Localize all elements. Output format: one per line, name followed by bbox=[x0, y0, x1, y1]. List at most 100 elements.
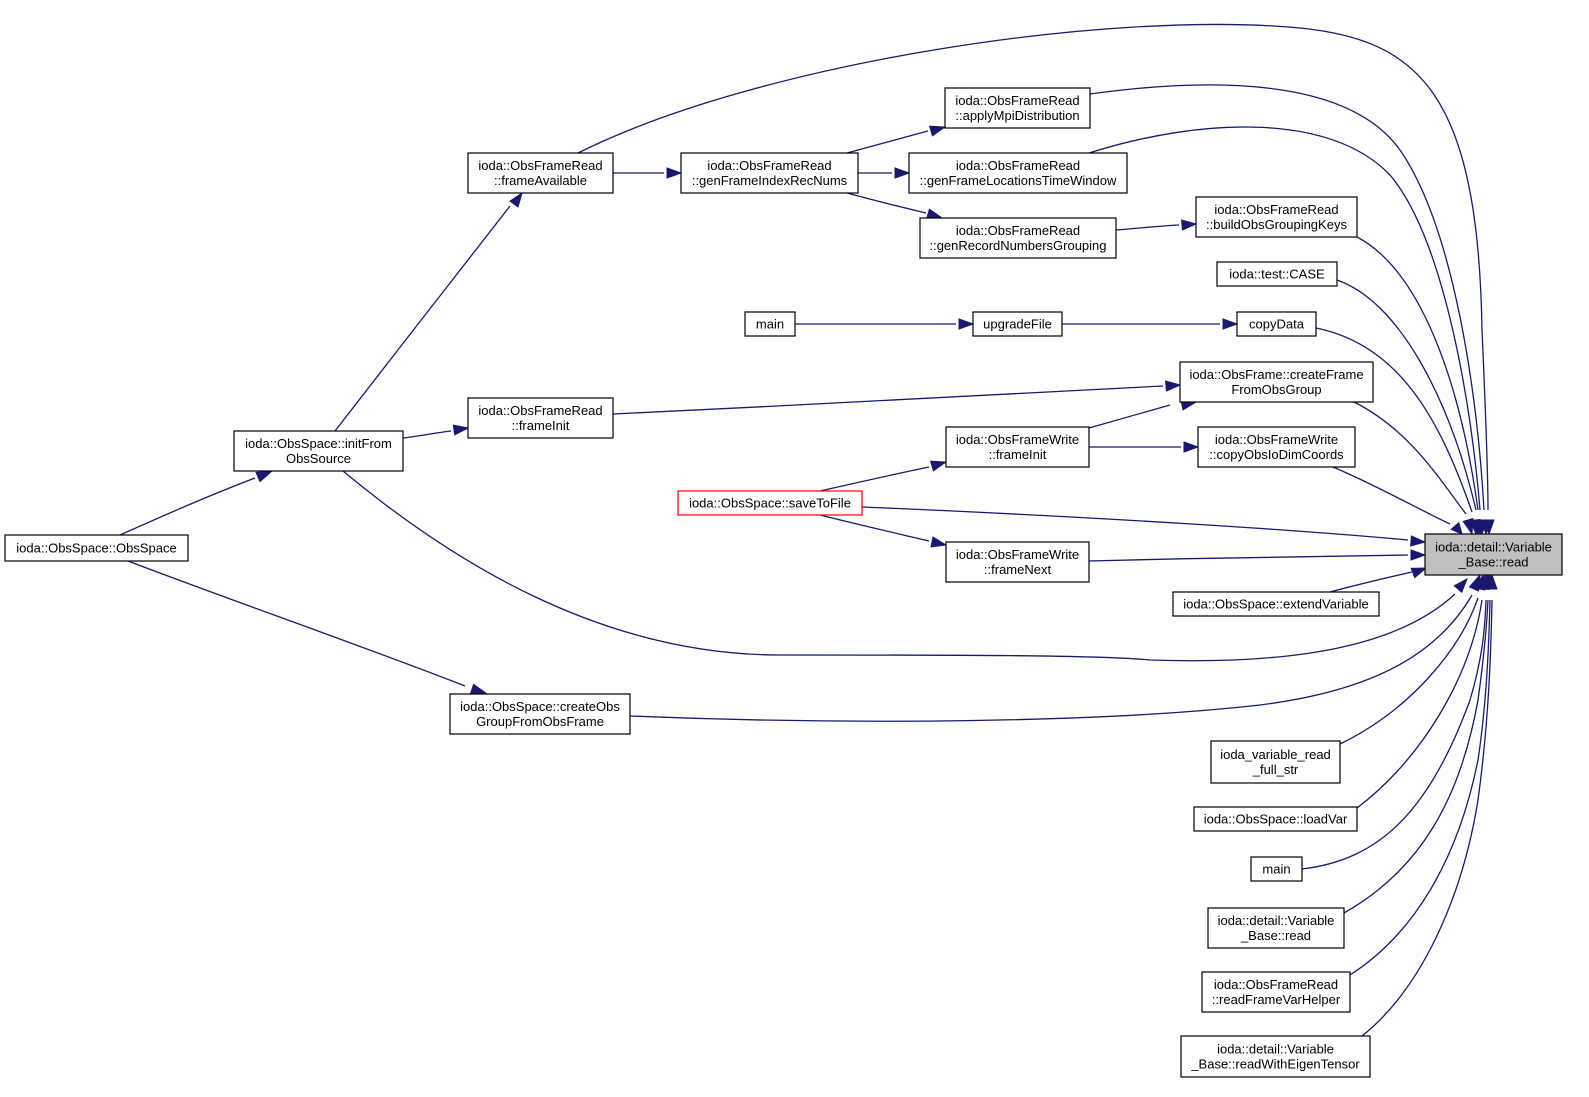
node-label: ioda::ObsFrameRead bbox=[478, 158, 602, 173]
node-upgradeFile[interactable]: upgradeFile bbox=[972, 311, 1063, 337]
arrowhead-icon bbox=[1165, 380, 1182, 392]
edge-line bbox=[819, 514, 930, 542]
arrowhead-icon bbox=[958, 318, 975, 330]
edge-line bbox=[334, 205, 511, 432]
arrowhead-icon bbox=[1453, 577, 1468, 594]
node-box bbox=[467, 152, 614, 194]
edge-readFrameVarHelper-to-target bbox=[1349, 573, 1496, 976]
node-box bbox=[1216, 261, 1338, 287]
node-mainUpgrade[interactable]: main bbox=[744, 311, 796, 337]
edge-variableBaseRead2-to-target bbox=[1343, 573, 1494, 914]
arrowhead-icon bbox=[255, 470, 274, 483]
node-extendVariable[interactable]: ioda::ObsSpace::extendVariable bbox=[1172, 591, 1380, 617]
node-label: ioda::ObsFrameRead bbox=[1214, 202, 1338, 217]
node-genRecordNumbersGrouping[interactable]: ioda::ObsFrameRead::genRecordNumbersGrou… bbox=[919, 217, 1117, 259]
edge-frameInitRead-to-createFrameFromObsGroup bbox=[612, 380, 1182, 415]
arrowhead-icon bbox=[894, 167, 911, 179]
node-frameAvailable[interactable]: ioda::ObsFrameRead::frameAvailable bbox=[467, 152, 614, 194]
arrowhead-icon bbox=[1450, 521, 1463, 535]
node-variableBaseRead2[interactable]: ioda::detail::Variable_Base::read bbox=[1207, 907, 1345, 949]
node-box bbox=[944, 87, 1091, 129]
node-frameNext[interactable]: ioda::ObsFrameWrite::frameNext bbox=[945, 541, 1090, 583]
edge-testCase-to-target bbox=[1336, 279, 1484, 536]
node-mainLone[interactable]: main bbox=[1250, 856, 1303, 882]
edge-line bbox=[612, 385, 1164, 415]
node-box bbox=[233, 430, 404, 472]
node-obsSpaceCtor[interactable]: ioda::ObsSpace::ObsSpace bbox=[4, 534, 189, 562]
node-buildObsGroupingKeys[interactable]: ioda::ObsFrameRead::buildObsGroupingKeys bbox=[1195, 196, 1358, 238]
node-testCase[interactable]: ioda::test::CASE bbox=[1216, 261, 1338, 287]
arrowhead-icon bbox=[925, 208, 944, 220]
edge-frameInitWrite-to-createFrameFromObsGroup bbox=[1088, 399, 1198, 429]
node-copyObsIoDimCoords[interactable]: ioda::ObsFrameWrite::copyObsIoDimCoords bbox=[1197, 426, 1356, 468]
node-variableReadFullStr[interactable]: ioda_variable_read_full_str bbox=[1210, 740, 1341, 784]
edge-buildObsGroupingKeys-to-target bbox=[1356, 236, 1486, 536]
edges-layer bbox=[119, 23, 1498, 1037]
node-saveToFile[interactable]: ioda::ObsSpace::saveToFile bbox=[677, 490, 863, 516]
node-box bbox=[680, 152, 859, 194]
nodes-layer: ioda::detail::Variable_Base::readioda::O… bbox=[4, 87, 1563, 1078]
edge-line bbox=[1361, 599, 1493, 1037]
node-label: ioda::ObsSpace::createObs bbox=[460, 699, 620, 714]
arrowhead-icon bbox=[928, 125, 947, 137]
node-applyMpiDistribution[interactable]: ioda::ObsFrameRead::applyMpiDistribution bbox=[944, 87, 1091, 129]
arrowhead-icon bbox=[509, 191, 523, 208]
node-createObsGroupFromObsFrame[interactable]: ioda::ObsSpace::createObsGroupFromObsFra… bbox=[449, 693, 631, 735]
node-label: _Base::read bbox=[1457, 555, 1528, 570]
node-label: ::genRecordNumbersGrouping bbox=[929, 238, 1106, 253]
edge-line bbox=[1356, 599, 1483, 809]
node-box bbox=[1179, 361, 1374, 403]
edge-line bbox=[1329, 571, 1413, 593]
edge-line bbox=[1315, 327, 1473, 513]
edge-saveToFile-to-frameNext bbox=[819, 514, 948, 548]
node-label: ioda::ObsSpace::initFrom bbox=[245, 436, 392, 451]
node-label: ioda::ObsFrameWrite bbox=[1215, 432, 1338, 447]
edge-line bbox=[119, 477, 256, 536]
node-box bbox=[1193, 806, 1358, 832]
node-label: copyData bbox=[1249, 317, 1305, 332]
node-readFrameVarHelper[interactable]: ioda::ObsFrameRead::readFrameVarHelper bbox=[1201, 971, 1351, 1013]
arrowhead-icon bbox=[1183, 441, 1200, 453]
edge-line bbox=[819, 466, 930, 492]
edge-line bbox=[1115, 224, 1180, 231]
node-loadVar[interactable]: ioda::ObsSpace::loadVar bbox=[1193, 806, 1358, 832]
node-label: ioda::ObsFrame::createFrame bbox=[1189, 367, 1363, 382]
node-label: ioda::ObsFrameRead bbox=[956, 223, 1080, 238]
edge-genFrameIndexRecNums-to-genRecordNumbersGrouping bbox=[846, 192, 944, 220]
node-label: ioda::ObsFrameRead bbox=[955, 93, 1079, 108]
node-label: GroupFromObsFrame bbox=[476, 714, 604, 729]
node-frameInitRead[interactable]: ioda::ObsFrameRead::frameInit bbox=[467, 397, 614, 439]
node-label: upgradeFile bbox=[983, 317, 1052, 332]
node-label: _Base::read bbox=[1240, 928, 1311, 943]
node-label: ioda::ObsSpace::extendVariable bbox=[1183, 597, 1369, 612]
node-box bbox=[945, 426, 1090, 468]
node-label: ioda::ObsSpace::ObsSpace bbox=[16, 541, 176, 556]
node-label: ioda::detail::Variable bbox=[1218, 913, 1335, 928]
edge-line bbox=[1339, 597, 1479, 745]
edge-obsSpaceCtor-to-createObsGroupFromObsFrame bbox=[127, 560, 489, 695]
node-label: _Base::readWithEigenTensor bbox=[1190, 1057, 1360, 1072]
node-genFrameIndexRecNums[interactable]: ioda::ObsFrameRead::genFrameIndexRecNums bbox=[680, 152, 859, 194]
node-target[interactable]: ioda::detail::Variable_Base::read bbox=[1424, 533, 1563, 576]
arrowhead-icon bbox=[930, 536, 948, 548]
node-genFrameLocationsTimeWindow[interactable]: ioda::ObsFrameRead::genFrameLocationsTim… bbox=[908, 152, 1128, 194]
node-box bbox=[1195, 196, 1358, 238]
edge-mainUpgrade-to-upgradeFile bbox=[795, 318, 975, 330]
edge-upgradeFile-to-copyData bbox=[1062, 318, 1239, 330]
arrowhead-icon bbox=[666, 167, 683, 179]
node-label: ::applyMpiDistribution bbox=[955, 108, 1079, 123]
node-frameInitWrite[interactable]: ioda::ObsFrameWrite::frameInit bbox=[945, 426, 1090, 468]
node-box bbox=[4, 534, 189, 562]
edge-initFromObsSource-to-target bbox=[342, 470, 1468, 662]
node-box bbox=[919, 217, 1117, 259]
node-label: ::frameInit bbox=[989, 447, 1047, 462]
edge-line bbox=[1088, 126, 1481, 511]
node-box bbox=[1250, 856, 1303, 882]
node-readWithEigenTensor[interactable]: ioda::detail::Variable_Base::readWithEig… bbox=[1180, 1035, 1371, 1078]
arrowhead-icon bbox=[1410, 549, 1427, 561]
node-copyData[interactable]: copyData bbox=[1236, 311, 1317, 337]
node-label: ::buildObsGroupingKeys bbox=[1206, 217, 1347, 232]
